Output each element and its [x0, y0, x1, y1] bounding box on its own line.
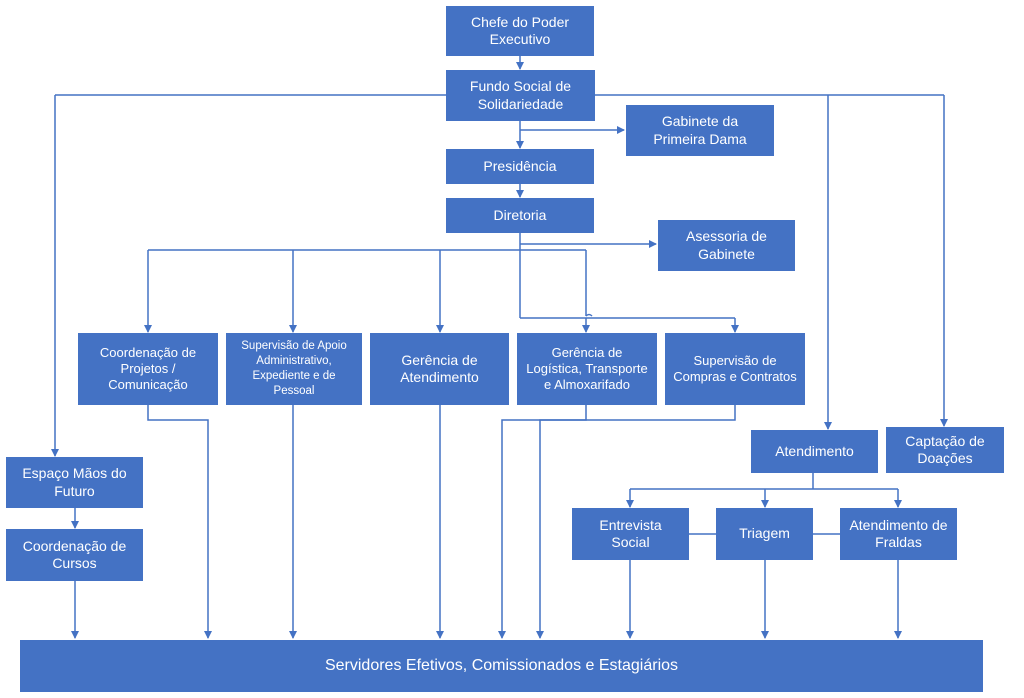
node-coordenacao-cursos: Coordenação de Cursos [6, 529, 143, 581]
node-diretoria: Diretoria [446, 198, 594, 233]
node-supervisao-compras: Supervisão de Compras e Contratos [665, 333, 805, 405]
node-gerencia-logistica: Gerência de Logística, Transporte e Almo… [517, 333, 657, 405]
node-presidencia: Presidência [446, 149, 594, 184]
node-espaco-maos-futuro: Espaço Mãos do Futuro [6, 457, 143, 508]
node-supervisao-apoio: Supervisão de Apoio Administrativo, Expe… [226, 333, 362, 405]
node-triagem: Triagem [716, 508, 813, 560]
node-chefe: Chefe do Poder Executivo [446, 6, 594, 56]
node-atendimento-fraldas: Atendimento de Fraldas [840, 508, 957, 560]
node-servidores: Servidores Efetivos, Comissionados e Est… [20, 640, 983, 692]
node-captacao-doacoes: Captação de Doações [886, 427, 1004, 473]
node-entrevista-social: Entrevista Social [572, 508, 689, 560]
node-atendimento: Atendimento [751, 430, 878, 473]
node-assessoria-gabinete: Asessoria de Gabinete [658, 220, 795, 271]
node-gabinete-primeira-dama: Gabinete da Primeira Dama [626, 105, 774, 156]
node-fundo-social: Fundo Social de Solidariedade [446, 70, 595, 121]
node-gerencia-atendimento: Gerência de Atendimento [370, 333, 509, 405]
node-coordenacao-projetos: Coordenação de Projetos / Comunicação [78, 333, 218, 405]
